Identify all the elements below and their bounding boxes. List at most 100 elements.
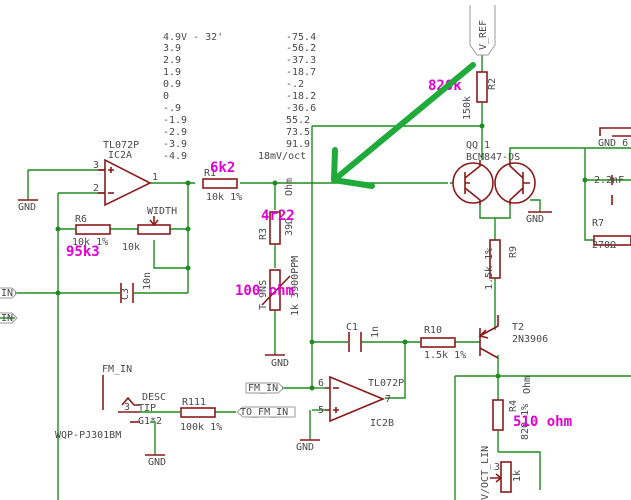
in-flags xyxy=(0,287,18,324)
trimmer-potentiometer xyxy=(490,461,512,493)
to-fm-in-flag xyxy=(236,406,296,418)
qq1-type: BCM847-DS xyxy=(466,152,520,163)
r111-value: 100k 1% xyxy=(180,422,222,433)
volt1-9: -3.9 xyxy=(163,139,187,150)
volt2-8: 73.5 xyxy=(286,127,310,138)
annotation-4r22: 4r22 xyxy=(261,208,295,224)
voct-lin-label: V/OCT_LIN xyxy=(480,446,491,500)
r4-resistor xyxy=(492,399,504,431)
volt1-6: -.9 xyxy=(163,103,181,114)
annotation-95k3: 95k3 xyxy=(66,244,100,260)
r9-resistor xyxy=(489,239,501,279)
volt2-5: -18.2 xyxy=(286,91,316,102)
volt2-10: 18mV/oct xyxy=(258,151,306,162)
ic2a-opamp xyxy=(98,158,152,207)
r6-resistor xyxy=(75,224,111,235)
thermistor-value: 1k 3900PPM xyxy=(290,256,301,316)
ic2a-pin2: 2 xyxy=(93,183,99,194)
trim-pin3: 3 xyxy=(494,462,500,473)
qq1-dual-transistor xyxy=(452,160,536,205)
v-ref-flag xyxy=(469,5,496,56)
t2-type: 2N3906 xyxy=(512,334,548,345)
qq1-label: QQ 1 xyxy=(466,140,490,151)
r6-label: R6 xyxy=(75,214,87,225)
gnd-label-5: GND xyxy=(526,214,544,225)
volt1-0: 4.9V - 32' xyxy=(163,32,223,43)
r2-label: R2 xyxy=(487,78,498,90)
volt2-0: -75.4 xyxy=(286,32,316,43)
volt2-3: -18.7 xyxy=(286,67,316,78)
r4-label: R4 xyxy=(508,400,519,412)
gnd-symbols xyxy=(18,199,552,456)
c1-capacitor xyxy=(348,332,362,352)
r10-resistor xyxy=(420,337,456,348)
v-ref-text: V_REF xyxy=(478,20,489,50)
volt1-1: 3.9 xyxy=(163,43,181,54)
volt1-5: 0 xyxy=(163,91,169,102)
volt1-3: 1.9 xyxy=(163,67,181,78)
ic2b-opamp xyxy=(325,375,386,423)
r10-label: R10 xyxy=(424,325,442,336)
junctions xyxy=(55,123,588,391)
r1-label: R1 xyxy=(204,168,216,179)
gnd6-label: GND 6 xyxy=(598,138,628,149)
r2-resistor xyxy=(476,71,488,103)
ic2a-type-label: TL072P xyxy=(103,140,139,151)
volt1-4: 0.9 xyxy=(163,79,181,90)
fm-in-jack xyxy=(102,375,140,423)
volt2-2: -37.3 xyxy=(286,55,316,66)
volt2-7: 55.2 xyxy=(286,115,310,126)
jack-desc-label: DESC xyxy=(142,392,166,403)
in-label-2: IN xyxy=(1,313,13,324)
r111-label: R111 xyxy=(182,397,206,408)
r9-label: R9 xyxy=(508,246,519,258)
jack-pin3: 3 xyxy=(124,402,130,413)
r111-resistor xyxy=(180,407,216,418)
r1-resistor xyxy=(202,178,238,189)
volt2-9: 91.9 xyxy=(286,139,310,150)
width-label: WIDTH xyxy=(147,206,177,217)
c1-value: 1n xyxy=(370,326,381,338)
volt2-6: -36.6 xyxy=(286,103,316,114)
ic2a-name-label: IC2A xyxy=(108,150,132,161)
c3-capacitor xyxy=(120,283,134,303)
gnd-label-2: GND xyxy=(271,358,289,369)
width-value: 10k xyxy=(122,242,140,253)
voltage-column-1: 4.9V - 32' 3.9 2.9 1.9 0.9 0 -.9 -1.9 -2… xyxy=(163,32,223,162)
to-fm-in-text: TO_FM_IN xyxy=(240,407,288,418)
ic2a-pin1: 1 xyxy=(152,172,158,183)
ic2a-pin3: 3 xyxy=(93,160,99,171)
annotation-100-ohm: 100 ohm xyxy=(235,283,294,299)
gnd-label-4: GND xyxy=(148,457,166,468)
c3-value: 10n xyxy=(142,272,153,290)
volt2-4: -.2 xyxy=(286,79,304,90)
in-label-1: IN xyxy=(1,288,13,299)
highlight-arrow xyxy=(331,62,476,189)
r3-label: R3 xyxy=(258,228,269,240)
t2-label: T2 xyxy=(512,322,524,333)
r3-resistor xyxy=(269,211,281,245)
r10-value: 1.5k 1% xyxy=(424,350,466,361)
r3-value: 39Ω xyxy=(284,218,295,236)
gnd-label-1: GND xyxy=(18,202,36,213)
r2-value: 150k xyxy=(462,96,473,120)
ic2b-pin5: 5 xyxy=(318,405,324,416)
trim-value: 1k xyxy=(512,470,523,482)
gnd-label-3: GND xyxy=(296,442,314,453)
ic2b-pin6: 6 xyxy=(318,378,324,389)
c3-label: C3 xyxy=(120,288,131,300)
volt1-10: -4.9 xyxy=(163,151,187,162)
ic2b-name-label: IC2B xyxy=(370,418,394,429)
fm-in-flag-text: FM_IN xyxy=(248,383,278,394)
jack-type-label: WQP-PJ301BM xyxy=(55,430,121,441)
r1-value: 10k 1% xyxy=(206,192,242,203)
right-edge-parts xyxy=(593,127,631,246)
r6-value: 10k 1% xyxy=(72,237,108,248)
jack-g1-label: G1*2 xyxy=(138,416,162,427)
volt1-8: -2.9 xyxy=(163,127,187,138)
annotation-6k2: 6k2 xyxy=(210,160,235,176)
volt2-1: -56.2 xyxy=(286,43,316,54)
volt1-7: -1.9 xyxy=(163,115,187,126)
width-potentiometer xyxy=(137,216,171,235)
